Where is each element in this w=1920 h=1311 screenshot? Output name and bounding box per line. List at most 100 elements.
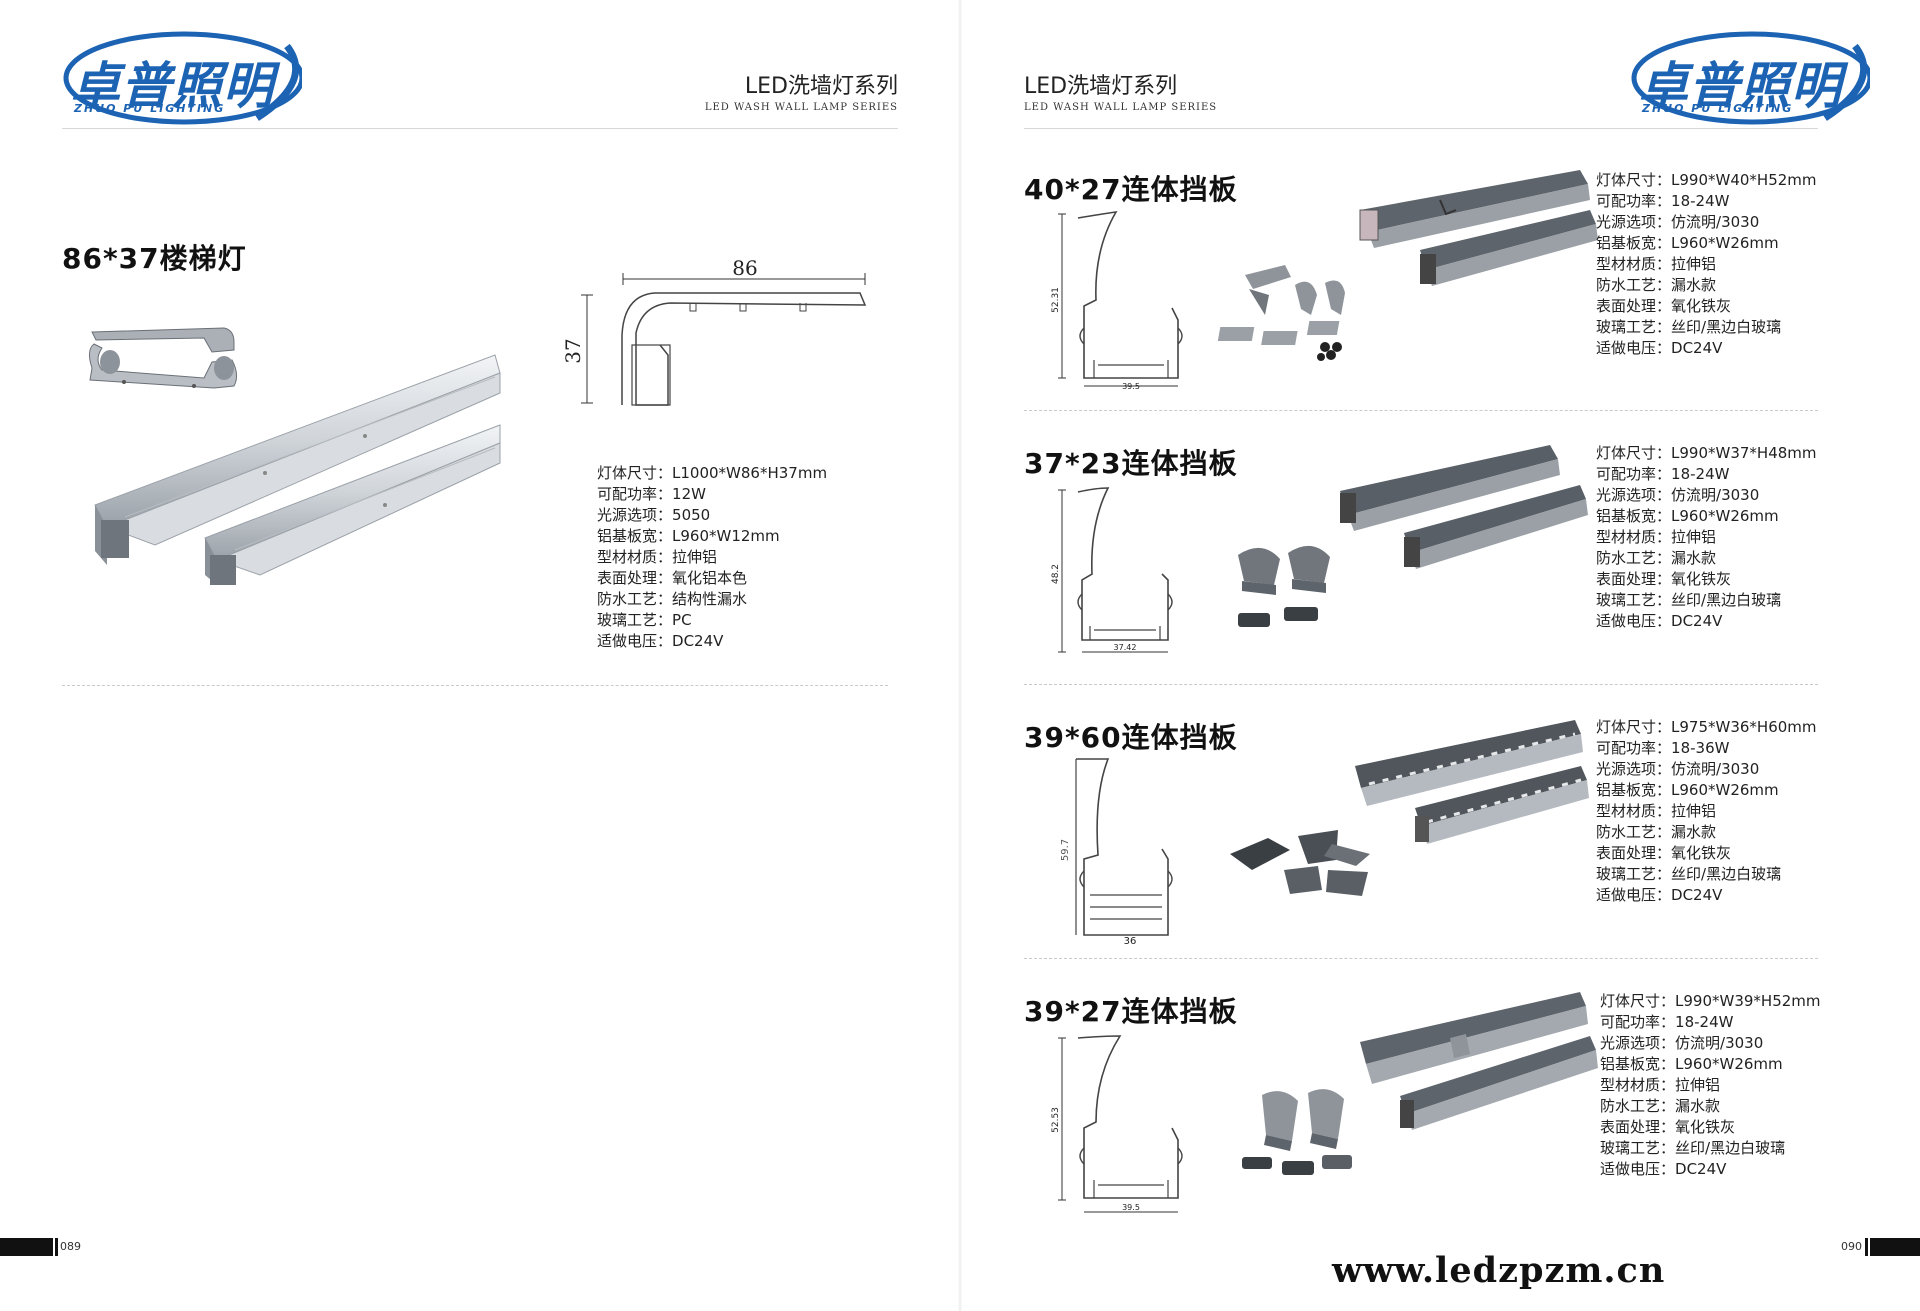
lamp-product-image xyxy=(1340,445,1588,569)
product-title: 37*23连体挡板 xyxy=(1024,447,1238,480)
dim-height-label: 52.53 xyxy=(1051,1107,1061,1133)
section-divider xyxy=(1024,684,1818,685)
spec-row: 可配功率：12W xyxy=(597,485,706,503)
end-cap-image xyxy=(88,327,238,389)
spec-row: 防水工艺：漏水款 xyxy=(1596,823,1717,841)
spec-row: 光源选项：仿流明/3030 xyxy=(1596,486,1760,504)
spec-row: 灯体尺寸：L990*W39*H52mm xyxy=(1600,992,1821,1010)
page-number-bar xyxy=(1870,1238,1920,1256)
spec-row: 灯体尺寸：L990*W40*H52mm xyxy=(1596,171,1817,189)
section-divider xyxy=(62,685,888,686)
spec-row: 铝基板宽：L960*W26mm xyxy=(1600,1055,1783,1073)
spec-row: 适做电压：DC24V xyxy=(597,632,724,650)
spec-row: 可配功率：18-24W xyxy=(1600,1013,1734,1031)
spec-row: 型材材质：拉伸铝 xyxy=(597,548,718,566)
spec-row: 可配功率：18-24W xyxy=(1596,192,1730,210)
spec-row: 表面处理：氧化铁灰 xyxy=(1596,570,1732,588)
spec-row: 防水工艺：漏水款 xyxy=(1596,549,1717,567)
spec-row: 玻璃工艺：PC xyxy=(597,611,692,629)
product-specs: 灯体尺寸：L1000*W86*H37mm 可配功率：12W 光源选项：5050 … xyxy=(597,463,827,652)
spec-row: 型材材质：拉伸铝 xyxy=(1596,528,1717,546)
spec-row: 适做电压：DC24V xyxy=(1596,612,1723,630)
dim-width-label: 86 xyxy=(732,256,757,280)
series-title-cn: LED洗墙灯系列 xyxy=(744,74,898,99)
spec-row: 玻璃工艺：丝印/黑边白玻璃 xyxy=(1596,865,1782,883)
page-number: 090 xyxy=(1841,1240,1862,1253)
product-specs: 灯体尺寸：L990*W39*H52mm 可配功率：18-24W 光源选项：仿流明… xyxy=(1600,991,1821,1180)
spec-row: 适做电压：DC24V xyxy=(1600,1160,1727,1178)
stair-lamp-cross-section-diagram: 86 37 xyxy=(561,256,867,406)
logo-swoosh-icon xyxy=(63,31,302,125)
section-divider xyxy=(1024,410,1818,411)
stair-lamp-product-image xyxy=(94,354,501,585)
page-number-bar xyxy=(0,1238,53,1256)
website-url: www.ledzpzm.cn xyxy=(1332,1250,1666,1291)
dim-width-label: 39.5 xyxy=(1122,382,1140,391)
spec-row: 铝基板宽：L960*W26mm xyxy=(1596,781,1779,799)
spec-row: 灯体尺寸：L975*W36*H60mm xyxy=(1596,718,1817,736)
dim-height-label: 59.7 xyxy=(1060,839,1071,861)
spec-row: 光源选项：仿流明/3030 xyxy=(1596,760,1760,778)
spec-row: 适做电压：DC24V xyxy=(1596,339,1723,357)
spec-row: 光源选项：仿流明/3030 xyxy=(1600,1034,1764,1052)
spec-row: 可配功率：18-36W xyxy=(1596,739,1730,757)
spec-row: 表面处理：氧化铁灰 xyxy=(1600,1118,1736,1136)
spec-row: 灯体尺寸：L1000*W86*H37mm xyxy=(597,464,828,482)
spec-row: 型材材质：拉伸铝 xyxy=(1596,802,1717,820)
lamp-product-image xyxy=(1355,720,1589,844)
header-rule xyxy=(1024,128,1818,129)
series-header: LED洗墙灯系列 LED WASH WALL LAMP SERIES xyxy=(705,68,898,113)
product-title: 39*60连体挡板 xyxy=(1024,721,1238,754)
cross-section-diagram: 52.53 39.5 xyxy=(1051,1035,1183,1213)
product-specs: 灯体尺寸：L990*W37*H48mm 可配功率：18-24W 光源选项：仿流明… xyxy=(1596,443,1817,632)
series-title-cn: LED洗墙灯系列 xyxy=(1024,74,1178,99)
cross-section-diagram: 52.31 39.5 xyxy=(1051,210,1183,391)
logo-name-en: ZHUO PU LIGHTING xyxy=(74,102,226,115)
series-header: LED洗墙灯系列 LED WASH WALL LAMP SERIES xyxy=(1024,68,1217,113)
page-number-bar xyxy=(55,1238,58,1256)
dim-height-label: 48.2 xyxy=(1051,564,1061,584)
spec-row: 防水工艺：漏水款 xyxy=(1600,1097,1721,1115)
lamp-product-image xyxy=(1360,992,1598,1130)
dim-height-label: 37 xyxy=(561,338,585,363)
left-page: 卓普照明 ZHUO PU LIGHTING LED洗墙灯系列 LED WASH … xyxy=(0,26,898,1256)
brand-logo: 卓普照明 ZHUO PU LIGHTING xyxy=(52,26,302,126)
spec-row: 防水工艺：结构性漏水 xyxy=(597,590,748,608)
spec-row: 适做电压：DC24V xyxy=(1596,886,1723,904)
dim-width-label: 37.42 xyxy=(1114,643,1137,652)
product-title: 40*27连体挡板 xyxy=(1024,173,1238,206)
mounting-bracket-image xyxy=(1242,1089,1352,1175)
product-title: 86*37楼梯灯 xyxy=(62,242,247,275)
logo-name-en: ZHUO PU LIGHTING xyxy=(1642,102,1794,115)
product-specs: 灯体尺寸：L975*W36*H60mm 可配功率：18-36W 光源选项：仿流明… xyxy=(1596,717,1817,906)
dim-height-label: 52.31 xyxy=(1051,287,1061,313)
spec-row: 光源选项：仿流明/3030 xyxy=(1596,213,1760,231)
spec-row: 铝基板宽：L960*W12mm xyxy=(597,527,780,545)
spec-row: 灯体尺寸：L990*W37*H48mm xyxy=(1596,444,1817,462)
series-title-en: LED WASH WALL LAMP SERIES xyxy=(1024,102,1218,113)
dim-width-label: 39.5 xyxy=(1122,1203,1140,1212)
page-gutter xyxy=(958,0,962,1311)
spec-row: 表面处理：氧化铝本色 xyxy=(597,569,748,587)
spec-row: 型材材质：拉伸铝 xyxy=(1600,1076,1721,1094)
spec-row: 型材材质：拉伸铝 xyxy=(1596,255,1717,273)
cross-section-diagram: 48.2 37.42 xyxy=(1051,487,1173,653)
page-number: 089 xyxy=(60,1240,81,1253)
spec-row: 铝基板宽：L960*W26mm xyxy=(1596,507,1779,525)
logo-name-cn: 卓普照明 xyxy=(1638,57,1842,115)
spec-row: 玻璃工艺：丝印/黑边白玻璃 xyxy=(1596,591,1782,609)
spec-row: 表面处理：氧化铁灰 xyxy=(1596,844,1732,862)
logo-name-cn: 卓普照明 xyxy=(70,57,274,115)
header-rule xyxy=(62,128,898,129)
brand-logo: 卓普照明 ZHUO PU LIGHTING xyxy=(1620,26,1870,126)
spec-row: 可配功率：18-24W xyxy=(1596,465,1730,483)
spec-row: 防水工艺：漏水款 xyxy=(1596,276,1717,294)
spec-row: 光源选项：5050 xyxy=(597,506,711,524)
mounting-bracket-image xyxy=(1230,830,1370,896)
product-specs: 灯体尺寸：L990*W40*H52mm 可配功率：18-24W 光源选项：仿流明… xyxy=(1596,170,1817,359)
dim-width-label: 36 xyxy=(1124,936,1137,947)
cross-section-diagram: 59.7 36 xyxy=(1060,758,1173,947)
logo-swoosh-icon xyxy=(1631,31,1870,125)
section-divider xyxy=(1024,958,1818,959)
